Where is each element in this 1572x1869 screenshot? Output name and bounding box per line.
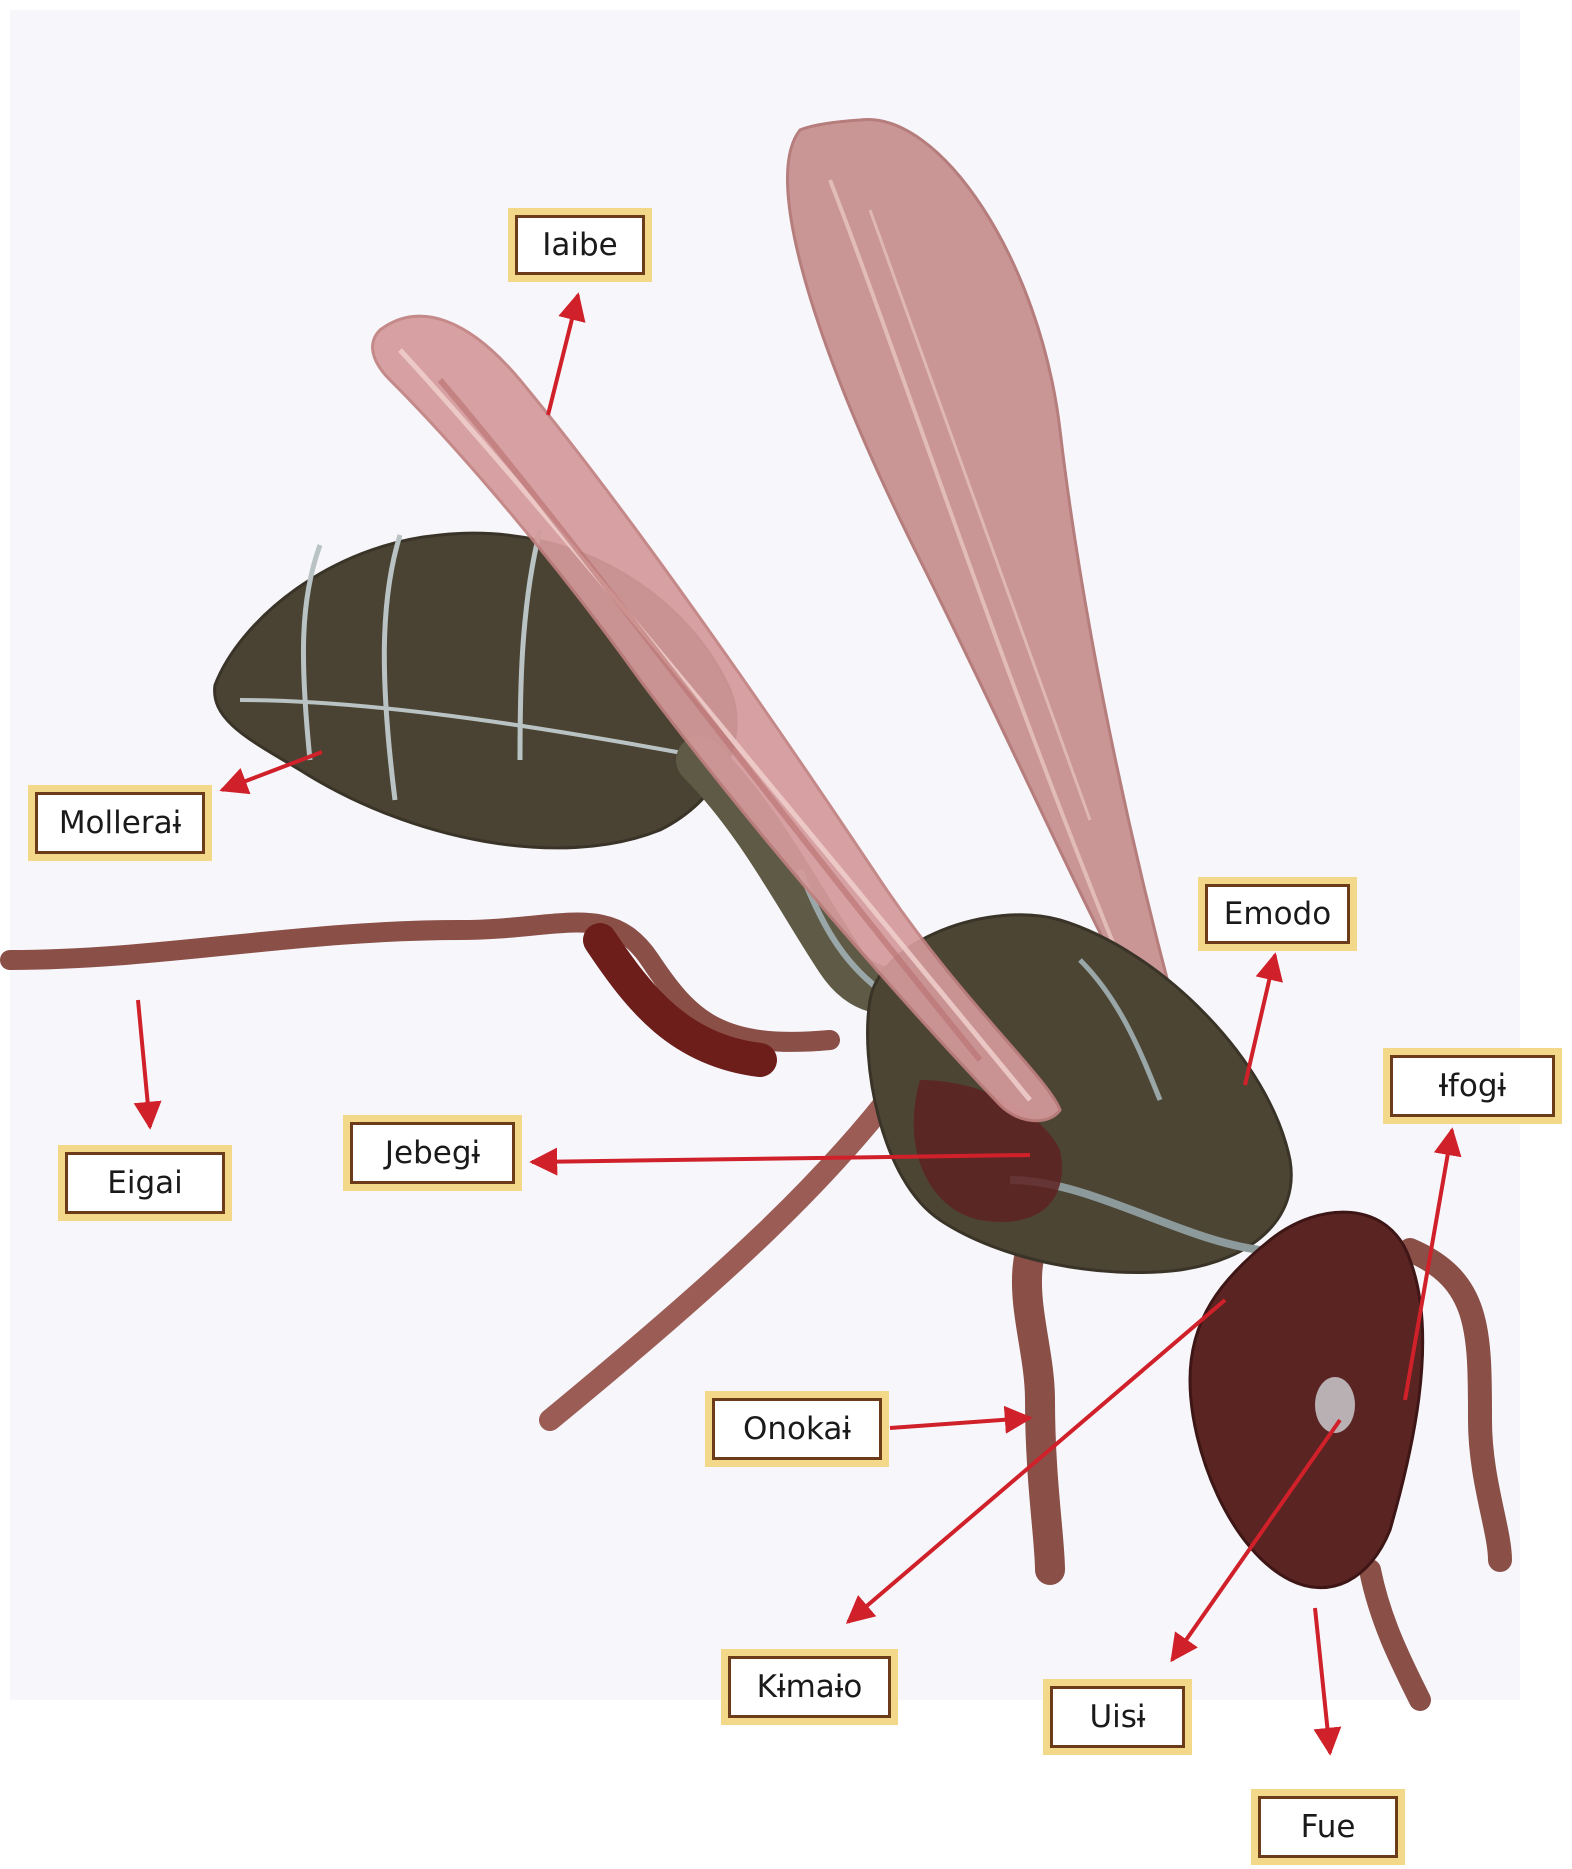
label-emodo: Emodo <box>1205 884 1350 944</box>
label-uisi: Uisɨ <box>1050 1686 1185 1748</box>
label-kimaio: Kɨmaɨo <box>728 1656 891 1718</box>
mandible-leg <box>1370 1570 1420 1700</box>
label-fue: Fue <box>1258 1796 1398 1858</box>
arrow-iaibe <box>548 295 578 415</box>
middle-leg <box>550 1070 910 1420</box>
label-mollerai: Molleraɨ <box>35 792 205 854</box>
label-onokai: Onokaɨ <box>712 1398 882 1460</box>
arrow-fue <box>1315 1608 1330 1753</box>
label-eigai: Eigai <box>65 1152 225 1214</box>
label-iaibe: Iaibe <box>515 215 645 275</box>
arrow-eigai <box>138 1000 150 1127</box>
label-ifogi: Ɨfogɨ <box>1390 1055 1555 1117</box>
arrow-emodo <box>1245 955 1275 1085</box>
label-jebegi: Jebegɨ <box>350 1122 515 1184</box>
hind-leg <box>10 923 830 1042</box>
head <box>1190 1212 1423 1588</box>
arrow-onokai <box>890 1418 1030 1428</box>
